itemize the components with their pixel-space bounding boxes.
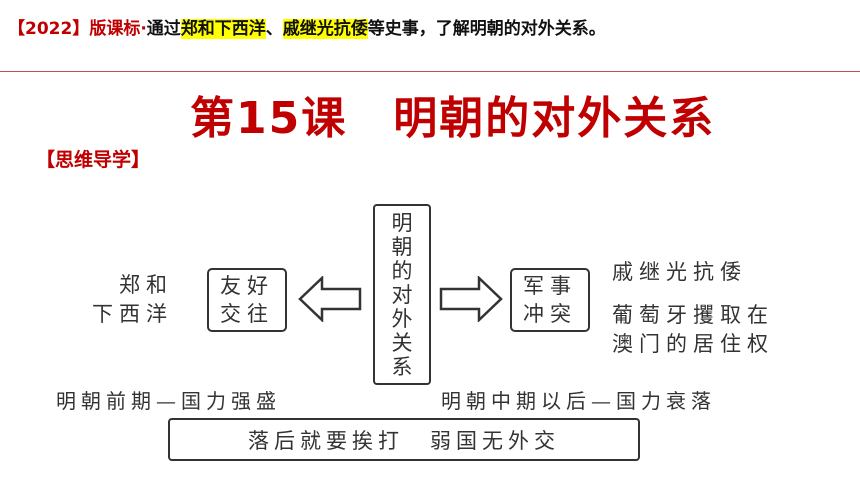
standard-separator: 、 xyxy=(265,19,283,39)
left-box-line-1: 友好 xyxy=(220,274,274,298)
right-box-line-2: 冲突 xyxy=(523,302,577,326)
right-example-2-line-1: 葡萄牙攫取在 xyxy=(612,303,774,327)
right-example-2: 葡萄牙攫取在 澳门的居住权 xyxy=(612,301,774,359)
standard-prefix: 通过 xyxy=(146,19,181,39)
right-example-1: 戚继光抗倭 xyxy=(612,260,747,284)
header-divider xyxy=(0,71,860,72)
left-box-line-2: 交往 xyxy=(220,302,274,326)
center-char-6: 关 xyxy=(391,330,413,355)
right-arrow-icon xyxy=(439,276,503,322)
right-box-line-1: 军事 xyxy=(523,274,577,298)
military-conflict-box: 军事 冲突 xyxy=(510,268,590,332)
left-example: 郑和 下西洋 xyxy=(92,271,173,329)
friendly-exchange-box: 友好 交往 xyxy=(207,268,287,332)
center-topic-box: 明 朝 的 对 外 关 系 xyxy=(373,204,431,385)
highlight-event-zhenghe: 郑和下西洋 xyxy=(180,19,266,39)
lesson-title: 第15课 明朝的对外关系 xyxy=(190,93,716,144)
curriculum-standard-line: 【2022】版课标·通过郑和下西洋、戚继光抗倭等史事，了解明朝的对外关系。 xyxy=(8,14,606,39)
section-label: 【思维导学】 xyxy=(36,149,151,171)
year-tag: 【2022】 xyxy=(8,19,90,39)
highlight-event-qijiguang: 戚继光抗倭 xyxy=(282,19,368,39)
left-arrow-icon xyxy=(298,276,362,322)
right-example-2-line-2: 澳门的居住权 xyxy=(612,332,774,356)
summary-box: 落后就要挨打 弱国无外交 xyxy=(168,418,640,461)
period-early: 明朝前期—国力强盛 xyxy=(56,389,281,413)
standard-label: 版课标· xyxy=(89,19,147,39)
center-char-7: 系 xyxy=(391,354,413,379)
left-example-line-1: 郑和 xyxy=(119,273,173,297)
period-late: 明朝中期以后—国力衰落 xyxy=(441,389,716,413)
center-char-5: 外 xyxy=(391,306,413,331)
center-char-1: 明 xyxy=(391,210,413,235)
center-char-3: 的 xyxy=(391,258,413,283)
standard-suffix: 等史事，了解明朝的对外关系。 xyxy=(367,19,606,39)
center-char-2: 朝 xyxy=(391,234,413,259)
left-example-line-2: 下西洋 xyxy=(92,302,173,326)
center-char-4: 对 xyxy=(391,282,413,307)
